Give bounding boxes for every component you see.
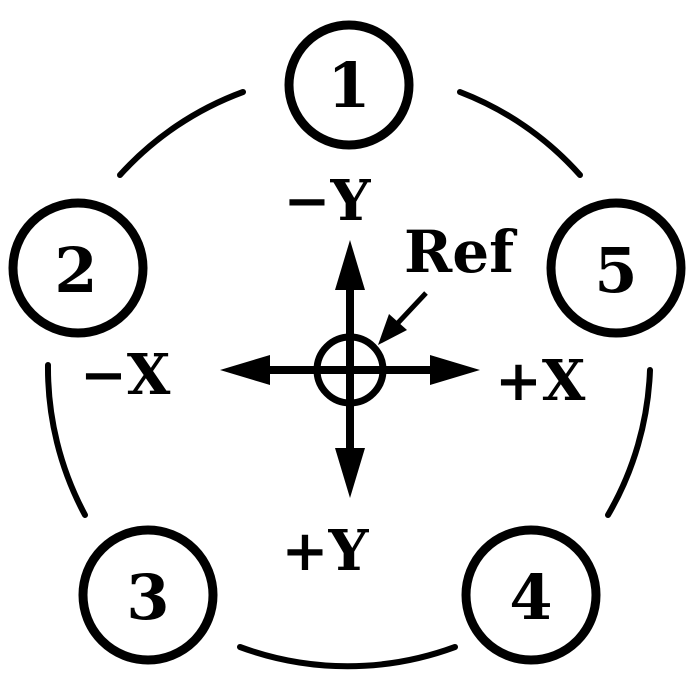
ring-arc-5-4 — [605, 367, 653, 518]
node-5: 5 — [546, 198, 686, 338]
node-5-label: 5 — [594, 234, 637, 307]
node-2: 2 — [8, 198, 148, 338]
ring-arc-3-4 — [237, 644, 458, 670]
axis-label-neg-y: −Y — [284, 168, 372, 234]
node-3-label: 3 — [126, 561, 169, 634]
node-4-label: 4 — [509, 561, 552, 634]
node-4: 4 — [461, 525, 601, 665]
arrowhead-up-icon — [335, 240, 365, 290]
ring-arc-1-2 — [117, 89, 246, 178]
node-3: 3 — [78, 525, 218, 665]
axis-label-pos-x: +X — [495, 348, 586, 414]
node-5-circle — [546, 198, 686, 338]
reference-label: Ref — [404, 218, 518, 286]
axis-label-neg-x: −X — [80, 342, 171, 408]
node-1: 1 — [284, 20, 414, 150]
node-2-label: 2 — [54, 234, 97, 307]
node-3-circle — [78, 525, 218, 665]
ring-arcs — [44, 89, 653, 670]
axis-label-pos-y: +Y — [282, 518, 370, 584]
node-2-circle — [8, 198, 148, 338]
reference-pointer: Ref — [378, 218, 518, 345]
node-1-circle — [284, 20, 414, 150]
ring-arc-1-5 — [457, 89, 583, 178]
axis-cross — [220, 240, 480, 498]
ring-arc-2-3 — [44, 362, 88, 518]
arrowhead-left-icon — [220, 355, 270, 385]
node-4-circle — [461, 525, 601, 665]
node-1-label: 1 — [327, 49, 370, 122]
reference-circle — [313, 333, 387, 407]
arrowhead-right-icon — [430, 355, 480, 385]
reference-pointer-arrow-icon — [378, 314, 407, 345]
arrowhead-down-icon — [335, 448, 365, 498]
reference-pointer-line — [394, 291, 428, 327]
